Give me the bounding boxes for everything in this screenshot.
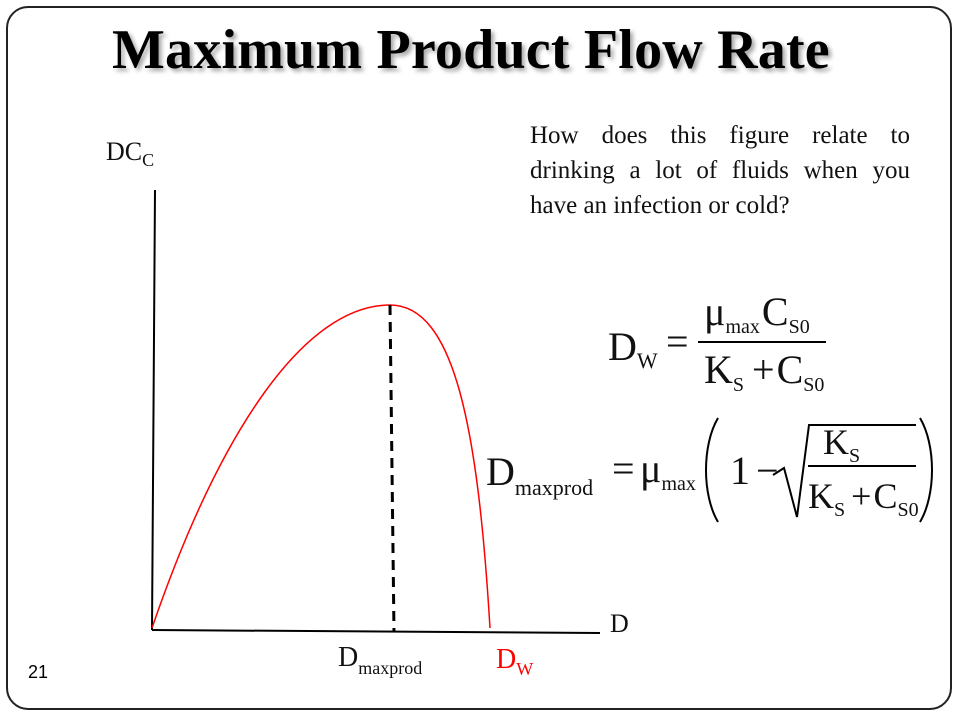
dmax-label-sub: maxprod [358,658,422,678]
production-curve [151,304,491,629]
dw-label-main: D [496,644,516,675]
y-axis-label-main: DC [106,137,142,166]
slide-frame [6,6,952,710]
dmax-marker-line [388,304,396,633]
y-axis-line [151,189,156,631]
x-axis-line [151,629,601,634]
eq1-num-c-sub: S0 [789,316,810,338]
eq2-lhs: Dmaxprod [486,449,593,500]
dmax-label: Dmaxprod [338,642,422,678]
eq2-num-k-sub: S [849,445,860,467]
eq2-den-k-sub: S [834,499,845,521]
dw-label-sub: W [516,659,533,679]
eq1-den-c: C [777,347,804,392]
eq2-den-c-sub: S0 [897,499,918,521]
left-paren-icon [705,417,719,523]
eq2-equals: = [612,446,635,491]
y-axis-label-sub: C [142,150,154,170]
equation-dmaxprod: Dmaxprod = μmax 1 − KS KS+CS0 [486,417,933,523]
eq2-den-c: C [873,476,897,516]
eq1-den-k: K [704,347,733,392]
eq2-den-k: K [808,476,834,516]
eq2-numerator: KS [823,422,860,467]
eq2-mu-main: μ [640,446,661,491]
eq2-den-plus: + [851,476,871,516]
equation-dw: DW = μmaxCS0 KS+CS0 [608,289,826,396]
eq1-den-plus: + [752,347,775,392]
eq1-den-k-sub: S [733,374,744,396]
eq1-num-mu: μ [704,289,725,334]
eq2-denominator: KS +CS0 [808,476,919,521]
eq2-one: 1 [730,448,750,493]
dmax-label-main: D [338,642,358,673]
eq1-num-c: C [762,289,789,334]
eq1-numerator: μmaxCS0 [704,289,810,338]
eq1-lhs-sub: W [637,348,658,373]
eq1-equals: = [666,319,689,364]
x-axis-label: D [610,609,629,638]
eq2-minus: − [756,448,779,493]
eq1-num-mu-sub: max [725,316,759,338]
eq2-mu-sub: max [661,473,695,495]
square-root-icon [772,424,916,518]
eq1-lhs: DW [608,324,658,373]
right-paren-icon [919,417,933,523]
eq1-denominator: KS +CS0 [704,347,824,396]
eq2-lhs-sub: maxprod [515,475,593,500]
y-axis-label: DCC [106,137,154,170]
eq2-mu: μmax [640,446,696,495]
page-title: Maximum Product Flow Rate [112,19,830,81]
page-number: 21 [28,662,49,682]
dw-label: DW [496,644,533,679]
eq2-num-k: K [823,422,849,462]
eq2-lhs-main: D [486,449,515,494]
eq1-lhs-main: D [608,324,637,369]
question-text: How does this figure relate to drinking … [530,122,910,219]
eq1-den-c-sub: S0 [803,374,824,396]
